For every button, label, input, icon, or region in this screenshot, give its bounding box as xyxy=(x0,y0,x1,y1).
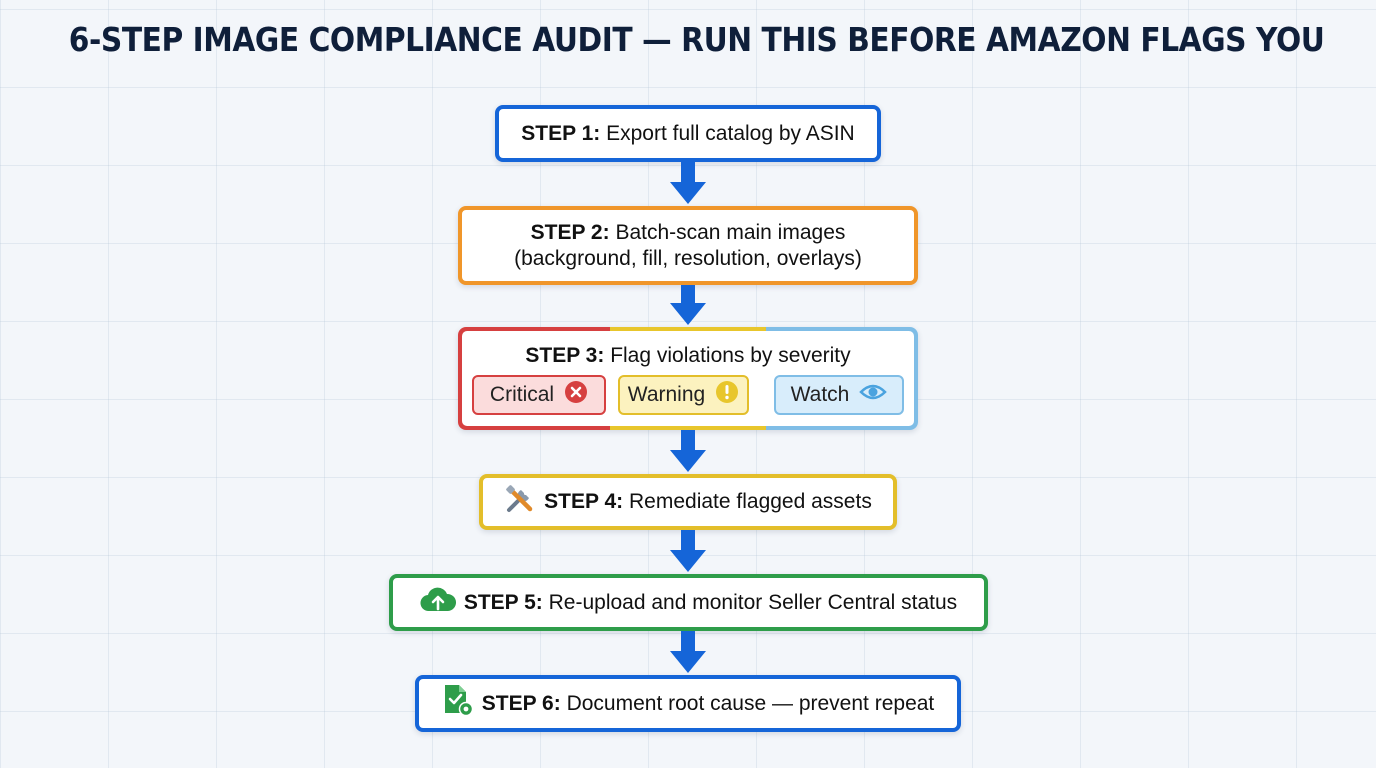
exclamation-circle-icon xyxy=(715,380,739,411)
document-check-icon xyxy=(442,683,474,724)
tools-icon xyxy=(504,483,536,522)
step-5-label: STEP 5: xyxy=(463,590,543,614)
arrow-down-icon xyxy=(668,285,708,327)
step-5-box: STEP 5: Re-upload and monitor Seller Cen… xyxy=(389,574,988,631)
arrow-down-icon xyxy=(668,430,708,474)
step-6-label: STEP 6: xyxy=(481,691,561,715)
x-circle-icon xyxy=(564,380,588,411)
step-2-subtext: (background, fill, resolution, overlays) xyxy=(514,246,862,270)
arrow-down-icon xyxy=(668,530,708,574)
step-1-label: STEP 1: xyxy=(521,121,601,145)
step-3-label: STEP 3: xyxy=(525,344,605,367)
severity-watch-label: Watch xyxy=(790,383,850,406)
severity-watch-chip: Watch xyxy=(774,375,904,415)
step-6-box: STEP 6: Document root cause — prevent re… xyxy=(415,675,961,732)
eye-icon xyxy=(859,382,888,409)
step-3-text: Flag violations by severity xyxy=(610,344,851,367)
step-2-text: Batch-scan main images xyxy=(615,220,846,244)
severity-warning-label: Warning xyxy=(627,383,706,406)
step-6-text: Document root cause — prevent repeat xyxy=(566,691,935,715)
step-2-label: STEP 2: xyxy=(530,220,610,244)
step-2-box: STEP 2: Batch-scan main images (backgrou… xyxy=(458,206,918,285)
severity-warning-chip: Warning xyxy=(618,375,749,415)
step-5-text: Re-upload and monitor Seller Central sta… xyxy=(548,590,958,614)
step-4-text: Remediate flagged assets xyxy=(629,490,872,513)
cloud-upload-icon xyxy=(420,585,456,620)
arrow-down-icon xyxy=(668,162,708,206)
step-4-label: STEP 4: xyxy=(544,490,624,513)
step-4-box: STEP 4: Remediate flagged assets xyxy=(479,474,897,530)
arrow-down-icon xyxy=(668,631,708,675)
step-3-box: STEP 3: Flag violations by severity Crit… xyxy=(458,327,918,430)
severity-critical-chip: Critical xyxy=(472,375,606,415)
page-title: 6-STEP IMAGE COMPLIANCE AUDIT — RUN THIS… xyxy=(68,20,1325,59)
step-1-text: Export full catalog by ASIN xyxy=(606,121,855,145)
severity-critical-label: Critical xyxy=(489,383,555,406)
step-1-box: STEP 1: Export full catalog by ASIN xyxy=(495,105,881,162)
